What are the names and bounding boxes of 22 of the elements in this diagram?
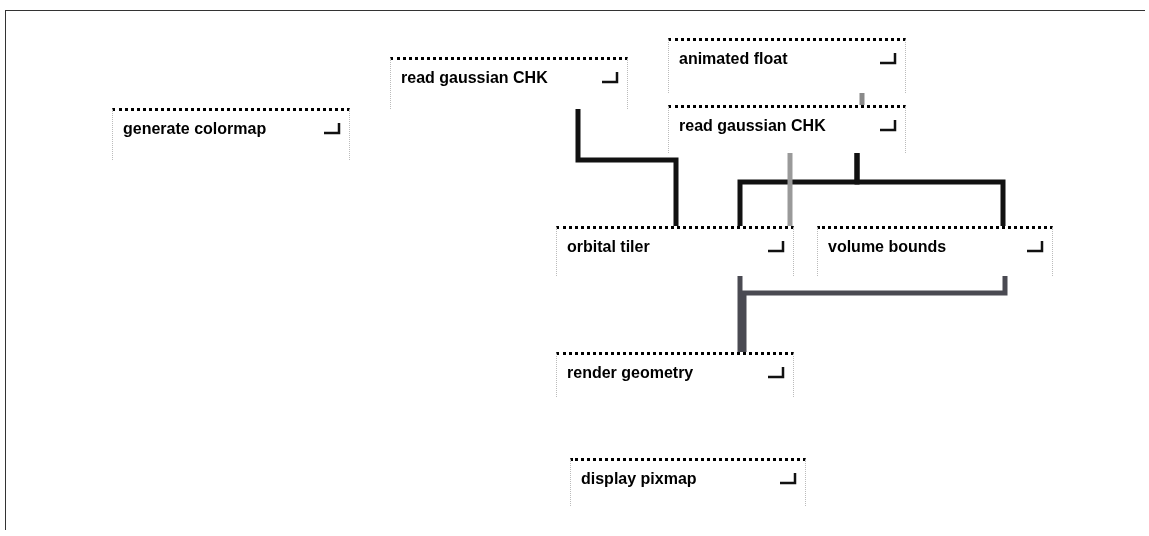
module-label: read gaussian CHK (679, 116, 826, 136)
connector-line (737, 276, 743, 352)
module-label: generate colormap (123, 119, 267, 139)
module-box (390, 57, 628, 109)
module-label: volume bounds (828, 237, 947, 257)
module-label: read gaussian CHK (401, 68, 548, 88)
module-box (668, 105, 906, 153)
connector-line (575, 109, 679, 226)
connector-line (787, 153, 793, 226)
module-label: animated float (679, 49, 788, 69)
module-label: display pixmap (581, 469, 697, 489)
connector-line (741, 276, 1008, 352)
connector-line (854, 153, 1006, 226)
module-box (112, 108, 350, 160)
module-box (556, 226, 794, 276)
module-box (817, 226, 1053, 276)
connector-line (859, 93, 865, 105)
module-label: render geometry (567, 363, 694, 383)
module-label: orbital tiler (567, 237, 650, 257)
module-box (668, 38, 906, 93)
module-box (570, 458, 806, 506)
module-box (556, 352, 794, 397)
